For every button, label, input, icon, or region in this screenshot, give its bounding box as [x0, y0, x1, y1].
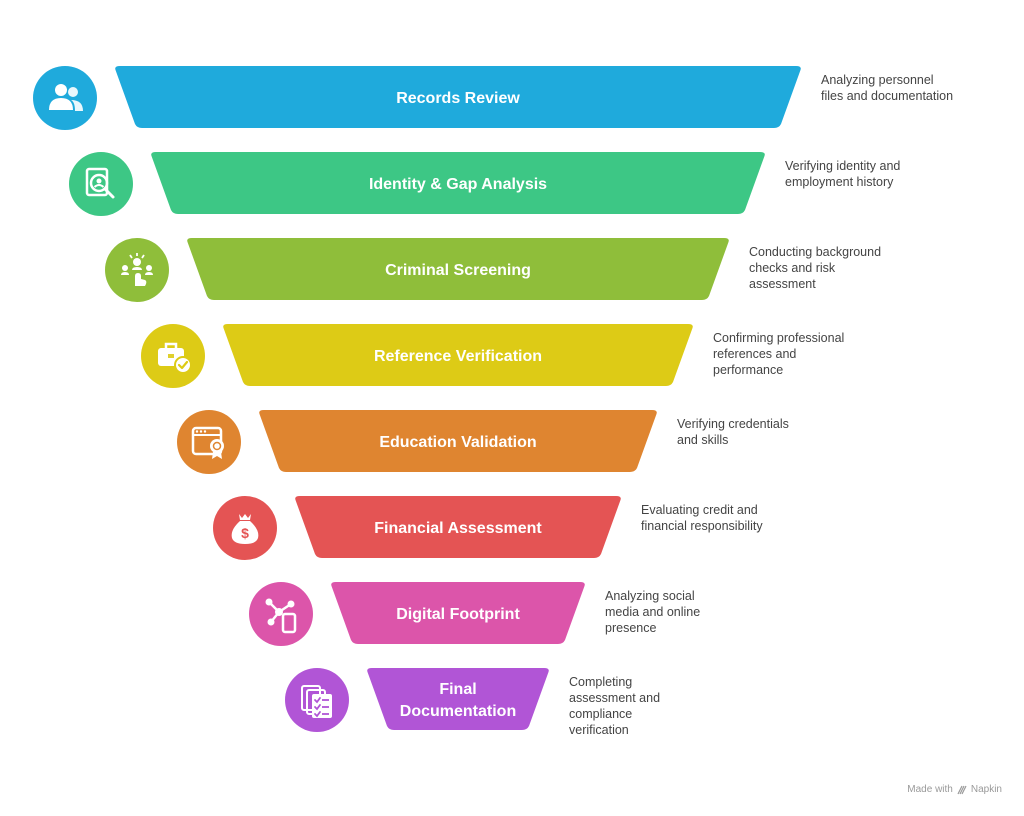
- stage-description: Analyzing personnel files and documentat…: [821, 73, 954, 103]
- funnel-stage: Records Review: [33, 66, 801, 130]
- funnel-stage: Digital Footprint: [249, 582, 585, 646]
- funnel-band: [223, 324, 693, 386]
- funnel-band: [259, 410, 657, 472]
- stage-description: Verifying identity and employment histor…: [785, 159, 901, 189]
- funnel-stage: Identity & Gap Analysis: [69, 152, 765, 216]
- stage-description: Conducting background checks and risk as…: [749, 245, 882, 291]
- stage-icon-circle: [177, 410, 241, 474]
- funnel-band: [187, 238, 729, 300]
- funnel-band: [151, 152, 765, 214]
- funnel-band: [295, 496, 621, 558]
- stage-description: Completing assessment and compliance ver…: [569, 675, 661, 737]
- funnel-band: [115, 66, 801, 128]
- funnel-band: [367, 668, 549, 730]
- funnel-stage: Education Validation: [177, 410, 657, 474]
- stage-label: Documentation: [400, 703, 516, 720]
- stage-description: Confirming professional references and p…: [713, 331, 845, 377]
- stage-label: Digital Footprint: [396, 606, 520, 623]
- funnel-stage: Financial Assessment: [213, 496, 621, 560]
- stage-label: Criminal Screening: [385, 262, 531, 279]
- stage-description: Verifying credentials and skills: [677, 417, 789, 447]
- stage-label: Reference Verification: [374, 348, 542, 365]
- stage-icon-circle: [33, 66, 97, 130]
- funnel-stage: Criminal Screening: [105, 238, 729, 302]
- stage-description: Evaluating credit and financial responsi…: [641, 503, 763, 533]
- stage-icon-circle: [69, 152, 133, 216]
- stage-label: Financial Assessment: [374, 520, 542, 537]
- stage-description: Analyzing social media and online presen…: [605, 589, 701, 635]
- funnel-stage: Reference Verification: [141, 324, 693, 388]
- funnel-band: [331, 582, 585, 644]
- stage-label: Identity & Gap Analysis: [369, 176, 547, 193]
- stage-label: Records Review: [396, 90, 520, 107]
- footer-brand: Napkin: [970, 784, 1002, 795]
- footer-attribution: Made with Napkin: [907, 784, 1002, 795]
- napkin-logo-icon: [957, 785, 967, 795]
- stage-label: Final: [439, 681, 476, 698]
- stage-label: Education Validation: [379, 434, 536, 451]
- footer-prefix: Made with: [907, 784, 953, 795]
